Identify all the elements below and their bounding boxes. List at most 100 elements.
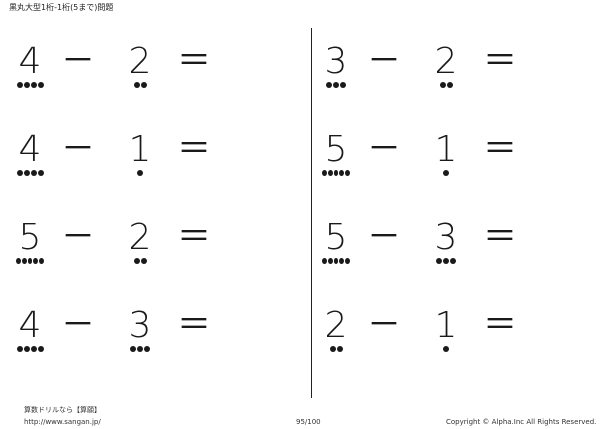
count-dot (16, 346, 23, 352)
page-number: 95/100 (296, 418, 321, 426)
count-dot (327, 258, 333, 264)
subtrahend-digit: 1 (434, 305, 458, 346)
count-dot (140, 258, 147, 264)
subtrahend: 1 (126, 130, 154, 190)
minuend-digit: 5 (324, 217, 348, 258)
count-dot (16, 258, 21, 264)
minuend-digit: 4 (18, 41, 42, 82)
minuend-dots (322, 258, 350, 266)
count-dot (322, 170, 327, 176)
column-divider (311, 28, 312, 398)
subtrahend-dots (126, 82, 154, 90)
subtrahend-digit: 2 (128, 217, 152, 258)
count-dot (439, 82, 446, 88)
equals-sign: ＝ (177, 41, 211, 81)
minus-sign: － (61, 129, 95, 169)
count-dot (345, 258, 350, 264)
minuend-digit: 2 (324, 305, 348, 346)
count-dot (144, 346, 150, 352)
minus-sign: － (61, 217, 95, 257)
count-dot (327, 170, 333, 176)
subtrahend-dots (432, 346, 460, 354)
subtrahend-digit: 2 (434, 41, 458, 82)
count-dot (137, 170, 143, 176)
minus-sign: － (367, 41, 401, 81)
minus-sign: － (367, 305, 401, 345)
subtrahend-digit: 1 (128, 129, 152, 170)
equals-sign: ＝ (177, 305, 211, 345)
equals-sign: ＝ (483, 129, 517, 169)
subtrahend: 3 (432, 218, 460, 278)
count-dot (39, 258, 44, 264)
subtrahend-dots (126, 346, 154, 354)
minuend-dots (322, 170, 350, 178)
equals-sign: ＝ (483, 217, 517, 257)
count-dot (23, 346, 30, 352)
count-dot (443, 258, 449, 264)
count-dot (30, 170, 37, 176)
subtrahend: 2 (126, 218, 154, 278)
count-dot (333, 258, 339, 264)
count-dot (33, 258, 39, 264)
count-dot (333, 82, 339, 88)
subtrahend: 3 (126, 306, 154, 366)
minuend-dots (16, 346, 44, 354)
minuend-dots (16, 170, 44, 178)
minuend-digit: 5 (18, 217, 42, 258)
count-dot (336, 346, 343, 352)
subtrahend: 2 (432, 42, 460, 102)
equals-sign: ＝ (177, 129, 211, 169)
count-dot (345, 170, 350, 176)
minuend-digit: 4 (18, 129, 42, 170)
minuend-dots (16, 258, 44, 266)
subtrahend-dots (432, 170, 460, 178)
minuend-digit: 3 (324, 41, 348, 82)
count-dot (326, 82, 332, 88)
count-dot (322, 258, 327, 264)
count-dot (446, 82, 453, 88)
subtrahend-dots (432, 258, 460, 266)
minuend: 2 (322, 306, 350, 366)
footer-url[interactable]: http://www.sangan.jp/ (24, 418, 101, 426)
minuend-dots (16, 82, 44, 90)
count-dot (436, 258, 442, 264)
subtrahend-digit: 1 (434, 129, 458, 170)
count-dot (140, 82, 147, 88)
sheet-title: 黒丸大型1桁-1桁(5まで)問題 (9, 3, 114, 12)
count-dot (450, 258, 456, 264)
minus-sign: － (61, 41, 95, 81)
count-dot (340, 82, 346, 88)
count-dot (329, 346, 336, 352)
count-dot (21, 258, 27, 264)
subtrahend-dots (126, 170, 154, 178)
count-dot (133, 82, 140, 88)
minuend: 4 (16, 306, 44, 366)
subtrahend-digit: 3 (434, 217, 458, 258)
count-dot (37, 82, 44, 88)
minuend-digit: 5 (324, 129, 348, 170)
minuend: 4 (16, 42, 44, 102)
equals-sign: ＝ (483, 41, 517, 81)
footer-site-name: 算数ドリルなら【算願】 (24, 406, 101, 414)
minus-sign: － (367, 217, 401, 257)
count-dot (30, 346, 37, 352)
subtrahend-dots (432, 82, 460, 90)
count-dot (23, 82, 30, 88)
minuend: 3 (322, 42, 350, 102)
minuend: 5 (322, 130, 350, 190)
count-dot (16, 82, 23, 88)
count-dot (37, 346, 44, 352)
count-dot (339, 258, 345, 264)
subtrahend-dots (126, 258, 154, 266)
equals-sign: ＝ (177, 217, 211, 257)
minuend-digit: 4 (18, 305, 42, 346)
subtrahend-digit: 3 (128, 305, 152, 346)
count-dot (443, 346, 449, 352)
count-dot (133, 258, 140, 264)
count-dot (16, 170, 23, 176)
minus-sign: － (367, 129, 401, 169)
count-dot (333, 170, 339, 176)
subtrahend: 2 (126, 42, 154, 102)
subtrahend: 1 (432, 130, 460, 190)
minuend-dots (322, 346, 350, 354)
